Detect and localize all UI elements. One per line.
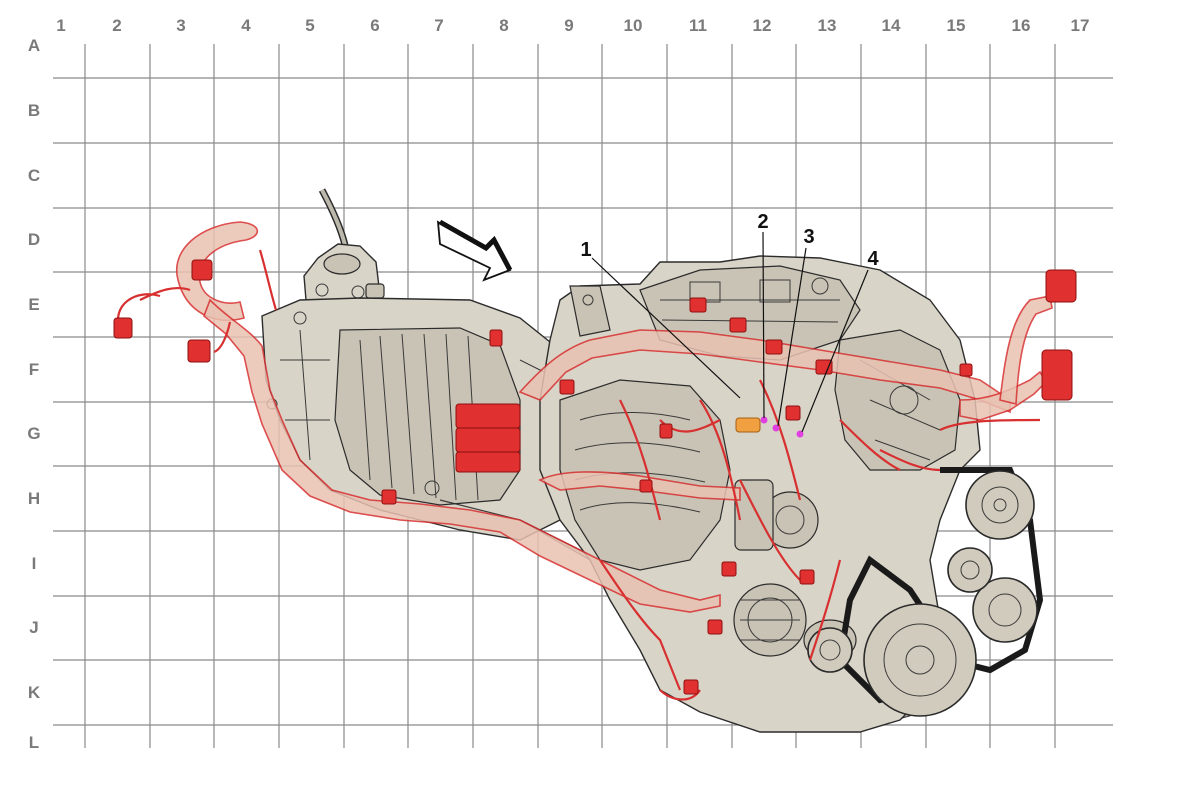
row-label: H: [28, 489, 40, 508]
intake-manifold: [559, 379, 731, 571]
row-label: L: [29, 733, 39, 752]
row-label: A: [28, 36, 40, 55]
callouts: 1 2 3 4: [580, 211, 879, 433]
direction-arrow-icon: [436, 219, 513, 282]
column-label: 3: [176, 16, 185, 35]
connectors: [113, 259, 1077, 695]
row-label: K: [28, 683, 41, 702]
highlight-dot: [796, 430, 804, 438]
column-label: 15: [947, 16, 966, 35]
row-label: E: [28, 295, 39, 314]
highlight-dot: [772, 424, 780, 432]
column-label: 5: [305, 16, 314, 35]
callout-label: 3: [803, 226, 814, 248]
column-label: 6: [370, 16, 379, 35]
row-label: D: [28, 230, 40, 249]
column-label: 9: [564, 16, 573, 35]
highlight-dot: [760, 416, 768, 424]
row-label: B: [28, 101, 40, 120]
column-label: 1: [56, 16, 65, 35]
column-label: 17: [1071, 16, 1090, 35]
column-label: 16: [1012, 16, 1031, 35]
highlighted-component-orange: [735, 417, 761, 433]
column-label: 2: [112, 16, 121, 35]
column-label: 4: [241, 16, 251, 35]
pulleys: [807, 470, 1038, 717]
column-label: 10: [624, 16, 643, 35]
column-label: 11: [689, 16, 707, 35]
column-label: 8: [499, 16, 508, 35]
column-labels: 1 2 3 4 5 6 7 8 9 10 11 12 13 14 15 16 1…: [56, 16, 1089, 35]
wiring-harness: [116, 221, 1053, 701]
column-label: 7: [434, 16, 443, 35]
column-label: 14: [882, 16, 901, 35]
callout-label: 2: [757, 211, 768, 233]
row-labels: A B C D E F G H I J K L: [27, 36, 40, 752]
row-label: G: [27, 424, 40, 443]
row-label: F: [29, 360, 39, 379]
column-label: 13: [818, 16, 837, 35]
row-label: J: [29, 618, 38, 637]
engine-transmission-illustration: [113, 188, 1077, 733]
gear-shifter: [303, 188, 385, 315]
column-label: 12: [753, 16, 772, 35]
row-label: I: [32, 554, 37, 573]
row-label: C: [28, 166, 40, 185]
callout-label: 4: [867, 248, 879, 270]
callout-label: 1: [580, 239, 591, 261]
